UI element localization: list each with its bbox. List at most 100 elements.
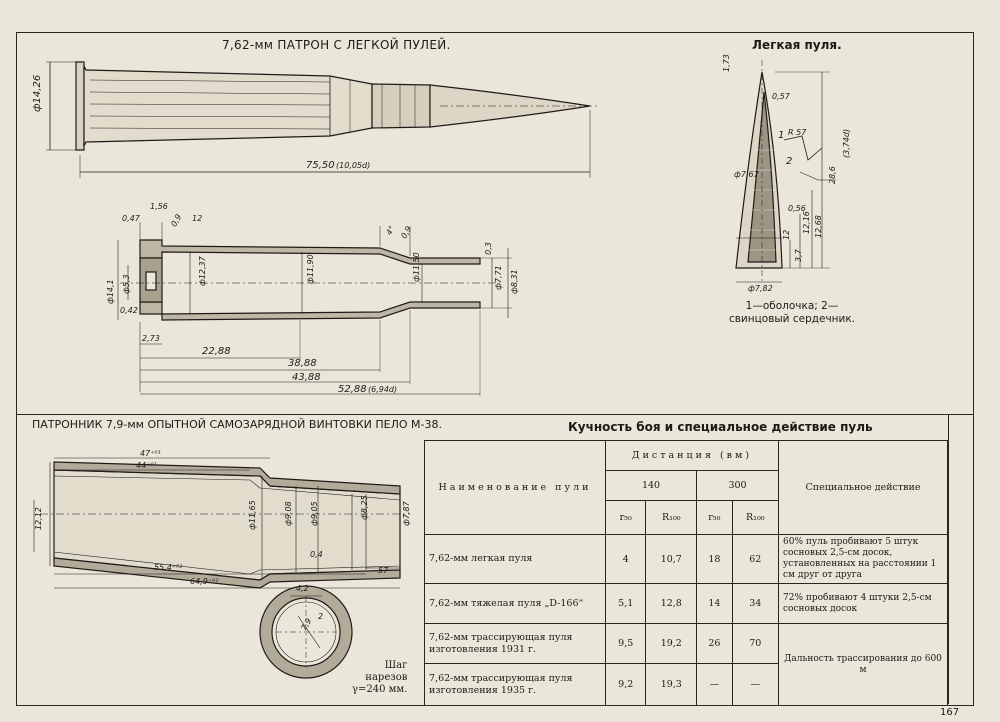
dim-case-19: 43,88: [292, 372, 321, 383]
dim-bullet-13: 3,7: [794, 249, 803, 262]
dim-bullet-7: 28,6: [828, 166, 837, 184]
dim-overall-length: 75,50: [306, 160, 335, 171]
dim-chamber-11: 64,9⁺⁰²: [190, 577, 219, 586]
pitch-line-3: γ=240 мм.: [352, 684, 408, 695]
dim-case-13: ф14,1: [106, 279, 115, 304]
case-section-drawing: [117, 222, 512, 396]
dim-case-18: 38,88: [288, 358, 317, 369]
dim-chamber-15: 2: [318, 612, 324, 621]
dim-chamber-8: ф7,87: [402, 501, 411, 526]
row-name: 7,62-мм легкая пуля: [424, 534, 606, 584]
header-r50-140: r₅₀: [604, 500, 647, 535]
dim-case-15: 0,42: [120, 306, 138, 315]
dim-chamber-5: ф9,08: [284, 501, 293, 526]
row-value: 70: [731, 623, 780, 664]
dim-case-7: 0,3: [483, 242, 493, 255]
row-value: 14: [696, 583, 733, 624]
row-effect: 72% пробивают 4 штуки 2,5-см сосновых до…: [778, 583, 948, 624]
dim-chamber-13: 4,2: [296, 584, 309, 593]
row-value: 34: [731, 583, 780, 624]
sheet-frame: [16, 32, 974, 706]
row-value: —: [731, 663, 780, 706]
page-number: 167: [940, 707, 960, 718]
dim-case-9: ф11,90: [306, 254, 315, 284]
dim-case-16: 2,73: [142, 334, 160, 343]
row-effect: Дальность трассирования до 600 м: [778, 623, 948, 706]
table-row: 7,62-мм легкая пуля 4 10,7 18 62 60% пул…: [424, 534, 948, 584]
row-value: 19,3: [645, 663, 698, 706]
row-value: 62: [731, 534, 780, 584]
table-row: 7,62-мм тяжелая пуля „D-166“ 5,1 12,8 14…: [424, 583, 948, 624]
chamber-title: ПАТРОННИК 7,9-мм ОПЫТНОЙ САМОЗАРЯДНОЙ ВИ…: [32, 418, 443, 431]
section-divider: [16, 414, 974, 415]
light-bullet-title: Легкая пуля.: [752, 38, 842, 52]
row-name: 7,62-мм трассирующая пуля изготовления 1…: [424, 623, 606, 664]
dim-case-8: ф12,37: [198, 256, 207, 286]
pitch-line-2: нарезов: [365, 672, 408, 683]
dim-bullet-4: 1: [778, 130, 785, 141]
dim-case-21: (6,94d): [368, 385, 398, 394]
row-value: 4: [604, 534, 647, 584]
dim-case-11: ф7,71: [494, 265, 503, 290]
header-bullet-name: Наименование пули: [424, 440, 606, 535]
dim-chamber-10: 55,4⁺⁰²: [154, 563, 183, 572]
header-r50-300: r₅₀: [696, 500, 733, 535]
dim-case-10: ф11,50: [412, 252, 421, 282]
dim-bullet-1: 1,73: [722, 54, 731, 72]
row-value: 9,2: [604, 663, 647, 706]
row-value: 19,2: [645, 623, 698, 664]
dim-chamber-1: 47⁺⁰¹: [140, 449, 161, 458]
dim-case-20: 52,88: [338, 384, 367, 395]
dim-chamber-4: ф11,65: [248, 500, 257, 530]
header-300: 300: [696, 470, 779, 501]
row-value: —: [696, 663, 733, 706]
dim-bullet-10: 12,16: [802, 211, 811, 234]
dim-bullet-12: 12: [782, 229, 791, 240]
header-R100-300: R₁₀₀: [731, 500, 780, 535]
dim-chamber-3: 12,12: [34, 507, 43, 530]
bullet-accuracy-table: Наименование пули Дистанция (вм) Специал…: [424, 440, 948, 706]
row-name: 7,62-мм тяжелая пуля „D-166“: [424, 583, 606, 624]
bullet-legend: 1—оболочка; 2—свинцовый сердечник.: [728, 300, 856, 325]
header-effect: Специальное действие: [778, 440, 948, 535]
table-title: Кучность боя и специальное действие пуль: [568, 420, 873, 434]
row-value: 9,5: [604, 623, 647, 664]
rifling-pitch: Шаг нарезов γ=240 мм.: [352, 660, 407, 696]
dim-case-diameter: ф14,26: [32, 74, 43, 112]
cartridge-drawing: [46, 61, 600, 178]
dim-case-12: ф8,31: [510, 269, 519, 294]
table-row: 7,62-мм трассирующая пуля изготовления 1…: [424, 623, 948, 706]
row-effect: 60% пуль пробивают 5 штук сосновых 2,5-с…: [778, 534, 948, 584]
dim-bullet-2: 0,57: [772, 92, 790, 101]
dim-overall-length-note: (10,05d): [336, 161, 371, 170]
row-value: 26: [696, 623, 733, 664]
dim-bullet-14: ф7,82: [748, 284, 773, 293]
pitch-line-1: Шаг: [384, 660, 408, 671]
row-value: 5,1: [604, 583, 647, 624]
dim-bullet-6: ф7,67: [734, 170, 759, 179]
dim-case-1: 1,56: [150, 202, 168, 211]
bullet-drawing: [735, 60, 836, 283]
dim-case-4: 12: [192, 214, 203, 223]
table-row: 7,62-мм трассирующая пуля изготовления 1…: [424, 663, 948, 706]
header-140: 140: [604, 470, 698, 501]
dim-chamber-12: 57: [378, 566, 389, 575]
header-R100-140: R₁₀₀: [645, 500, 698, 535]
dim-case-17: 22,88: [202, 346, 231, 357]
dim-bullet-11: 12,68: [814, 215, 823, 238]
row-name: 7,62-мм трассирующая пуля изготовления 1…: [424, 663, 606, 706]
dim-case-2: 0,47: [122, 214, 140, 223]
header-distance: Дистанция (вм): [605, 440, 779, 471]
rifling-section-drawing: [259, 585, 353, 679]
dim-bullet-9: 0,56: [788, 204, 806, 213]
dim-chamber-2: 44⁺⁰¹: [136, 461, 157, 470]
dim-bullet-3: R 57: [788, 128, 807, 137]
dim-chamber-9: 0,4: [310, 550, 323, 559]
cartridge-title: 7,62-мм ПАТРОН С ЛЕГКОЙ ПУЛЕЙ.: [222, 38, 451, 52]
row-value: 12,8: [645, 583, 698, 624]
chamber-drawing: [33, 457, 410, 589]
dim-chamber-7: ф8,25: [360, 495, 369, 520]
dim-case-14: ф5,3: [122, 274, 131, 294]
row-value: 18: [696, 534, 733, 584]
